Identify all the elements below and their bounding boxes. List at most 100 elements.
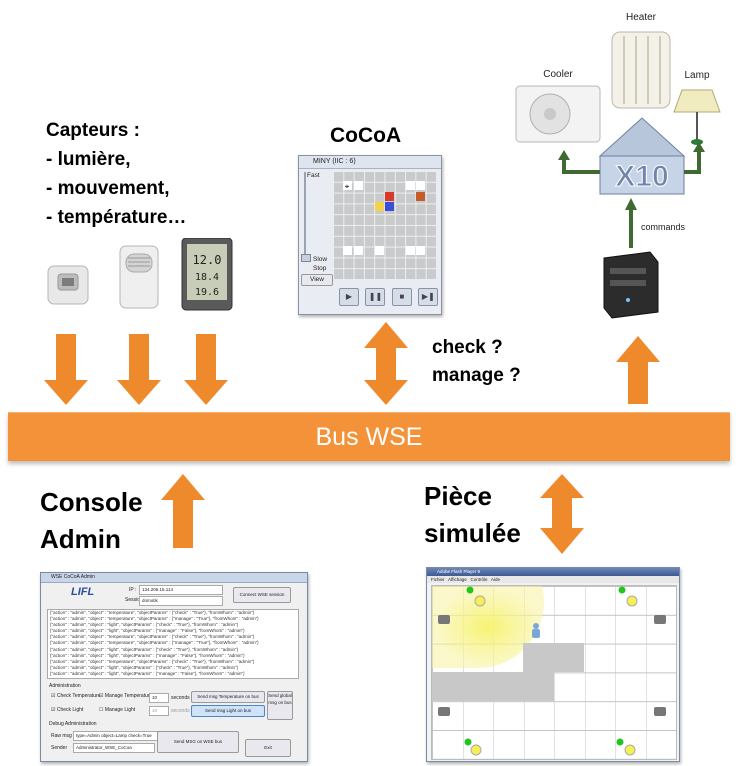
light-seconds-label: seconds bbox=[171, 708, 190, 714]
sensor-devices: 12.0 18.4 19.6 bbox=[47, 238, 233, 311]
log-line: {"action" : "admin", "object" : "tempera… bbox=[50, 658, 255, 664]
send-wse-button[interactable]: Send MSG on WSE bus bbox=[157, 731, 239, 753]
send-temperature-button[interactable]: Send msg Temperature on bus bbox=[191, 691, 265, 703]
menu-controle[interactable]: Contrôle bbox=[470, 577, 488, 582]
light-glow bbox=[432, 586, 544, 669]
log-line: {"action" : "admin", "object" : "light",… bbox=[50, 628, 245, 634]
thermometer-icon: 12.0 18.4 19.6 bbox=[181, 238, 233, 311]
log-line: {"action" : "admin", "object" : "tempera… bbox=[50, 610, 255, 615]
light-sensor-icon bbox=[47, 265, 89, 305]
console-log: {"action" : "admin", "object" : "tempera… bbox=[47, 609, 299, 679]
slider-slow-label: Slow bbox=[313, 256, 328, 263]
play-icon[interactable]: ▶ bbox=[339, 288, 359, 306]
lamp-icon bbox=[618, 586, 638, 607]
menu-affichage[interactable]: Affichage bbox=[448, 577, 467, 582]
lamp-icon bbox=[466, 586, 486, 607]
room-menu: Fichier Affichage Contrôle Aide bbox=[427, 576, 679, 583]
check-temperature-checkbox[interactable]: ☑ Check Temperature bbox=[51, 693, 101, 699]
heater-icon bbox=[611, 31, 671, 109]
log-line: {"action" : "admin", "object" : "tempera… bbox=[50, 634, 255, 640]
piece-title-line1: Pièce bbox=[424, 481, 492, 511]
manage-light-label: Manage Light bbox=[104, 707, 136, 713]
log-line: {"action" : "admin", "object" : "tempera… bbox=[50, 640, 259, 646]
svg-text:⌖: ⌖ bbox=[345, 182, 350, 191]
cocoa-grid: ⌖ bbox=[333, 171, 436, 279]
room-window-title: Adobe Flash Player 9 bbox=[427, 568, 679, 576]
cocoa-window: MINY (IIC : 6) Fast Slow Stop View ⌖ ▶ ❚… bbox=[298, 155, 442, 315]
room-grid bbox=[431, 585, 677, 760]
lifl-logo: LIFL bbox=[71, 586, 95, 598]
speed-slider[interactable]: Fast Slow Stop bbox=[301, 170, 331, 288]
lamp-icon bbox=[616, 738, 636, 756]
ip-label: IP : bbox=[129, 587, 137, 593]
commands-label: commands bbox=[641, 222, 686, 232]
cocoa-agents: ⌖ bbox=[343, 181, 425, 255]
check-light-checkbox[interactable]: ☑ Check Light bbox=[51, 707, 84, 713]
temperature-seconds-label: seconds bbox=[171, 695, 190, 701]
check-label: check ? bbox=[432, 337, 503, 358]
check-manage-label: check ? manage ? bbox=[432, 334, 521, 390]
session-input[interactable]: domotik bbox=[139, 596, 223, 606]
piece-title-line2: simulée bbox=[424, 518, 521, 548]
manage-light-checkbox[interactable]: ☐ Manage Light bbox=[99, 707, 136, 713]
console-title-line1: Console bbox=[40, 487, 143, 517]
wall-block bbox=[432, 672, 554, 701]
server-bus-arrow bbox=[616, 336, 660, 404]
exit-button[interactable]: Exit bbox=[245, 739, 291, 757]
cocoa-window-title: MINY (IIC : 6) bbox=[299, 156, 441, 169]
session-label: Session : bbox=[125, 597, 146, 603]
log-line: {"action" : "admin", "object" : "light",… bbox=[50, 670, 245, 676]
console-window-title: WSE CoCoA Admin bbox=[41, 573, 307, 583]
x10-devices: Heater Cooler Lamp commands X10 bbox=[515, 12, 721, 319]
svg-text:19.6: 19.6 bbox=[195, 287, 219, 298]
server-icon bbox=[603, 251, 659, 319]
light-seconds-input[interactable]: 10 bbox=[149, 706, 169, 716]
menu-aide[interactable]: Aide bbox=[491, 577, 501, 582]
cocoa-title: CoCoA bbox=[330, 124, 402, 147]
lamp-icon bbox=[464, 738, 482, 756]
view-button[interactable]: View bbox=[301, 274, 333, 286]
sensors-title: Capteurs : bbox=[46, 120, 140, 141]
sender-input[interactable]: Administrator_WSE_CoCoa bbox=[73, 743, 155, 753]
wall-block bbox=[523, 643, 584, 672]
console-admin-title: Console Admin bbox=[40, 484, 143, 558]
svg-text:18.4: 18.4 bbox=[195, 272, 219, 283]
console-window: WSE CoCoA Admin LIFL IP : 134.206.15.114… bbox=[40, 572, 308, 762]
x10-text: X10 bbox=[615, 160, 668, 193]
step-icon[interactable]: ▶❚ bbox=[418, 288, 439, 306]
green-arrows bbox=[562, 148, 701, 248]
cooler-label: Cooler bbox=[543, 69, 573, 80]
log-line: {"action" : "admin", "object" : "light",… bbox=[50, 622, 239, 628]
sensor-icon bbox=[438, 615, 666, 716]
check-light-label: Check Light bbox=[56, 707, 84, 713]
motion-sensor-icon bbox=[119, 245, 159, 309]
room-window: Adobe Flash Player 9 Fichier Affichage C… bbox=[426, 567, 680, 762]
log-line: {"action" : "admin", "object" : "light",… bbox=[50, 664, 239, 670]
manage-label: manage ? bbox=[432, 365, 521, 386]
sensor-temperature: - température… bbox=[46, 207, 187, 228]
cocoa-controls: ▶ ❚❚ ■ ▶❚ bbox=[339, 286, 440, 306]
stop-icon[interactable]: ■ bbox=[391, 288, 412, 306]
lamp-icon bbox=[673, 89, 721, 145]
menu-fichier[interactable]: Fichier bbox=[431, 577, 445, 582]
manage-temperature-checkbox[interactable]: ☑ Manage Temperature bbox=[99, 693, 153, 699]
manage-temperature-label: Manage Temperature bbox=[104, 693, 153, 699]
bus-wse: Bus WSE bbox=[8, 412, 730, 461]
pause-icon[interactable]: ❚❚ bbox=[365, 288, 386, 306]
person-icon bbox=[532, 623, 540, 638]
log-line: {"action" : "admin", "object" : "tempera… bbox=[50, 616, 259, 622]
debug-section-label: Debug Administration bbox=[49, 721, 97, 727]
temperature-seconds-input[interactable]: 10 bbox=[149, 693, 169, 703]
svg-text:12.0: 12.0 bbox=[193, 253, 222, 267]
raw-msg-label: Raw msg bbox=[51, 733, 72, 739]
log-line: {"action" : "admin", "object" : "light",… bbox=[50, 646, 239, 652]
piece-simulee-title: Pièce simulée bbox=[424, 478, 521, 552]
cooler-icon bbox=[515, 85, 601, 143]
ip-input[interactable]: 134.206.15.114 bbox=[139, 585, 223, 595]
x10-logo: X10 bbox=[598, 117, 686, 195]
slider-thumb[interactable] bbox=[301, 254, 311, 262]
send-global-button[interactable]: Send global msg on bus bbox=[267, 691, 293, 720]
slider-fast-label: Fast bbox=[307, 172, 320, 179]
send-light-button[interactable]: Send msg Light on bus bbox=[191, 705, 265, 717]
connect-button[interactable]: Connect WSE session bbox=[233, 587, 291, 603]
